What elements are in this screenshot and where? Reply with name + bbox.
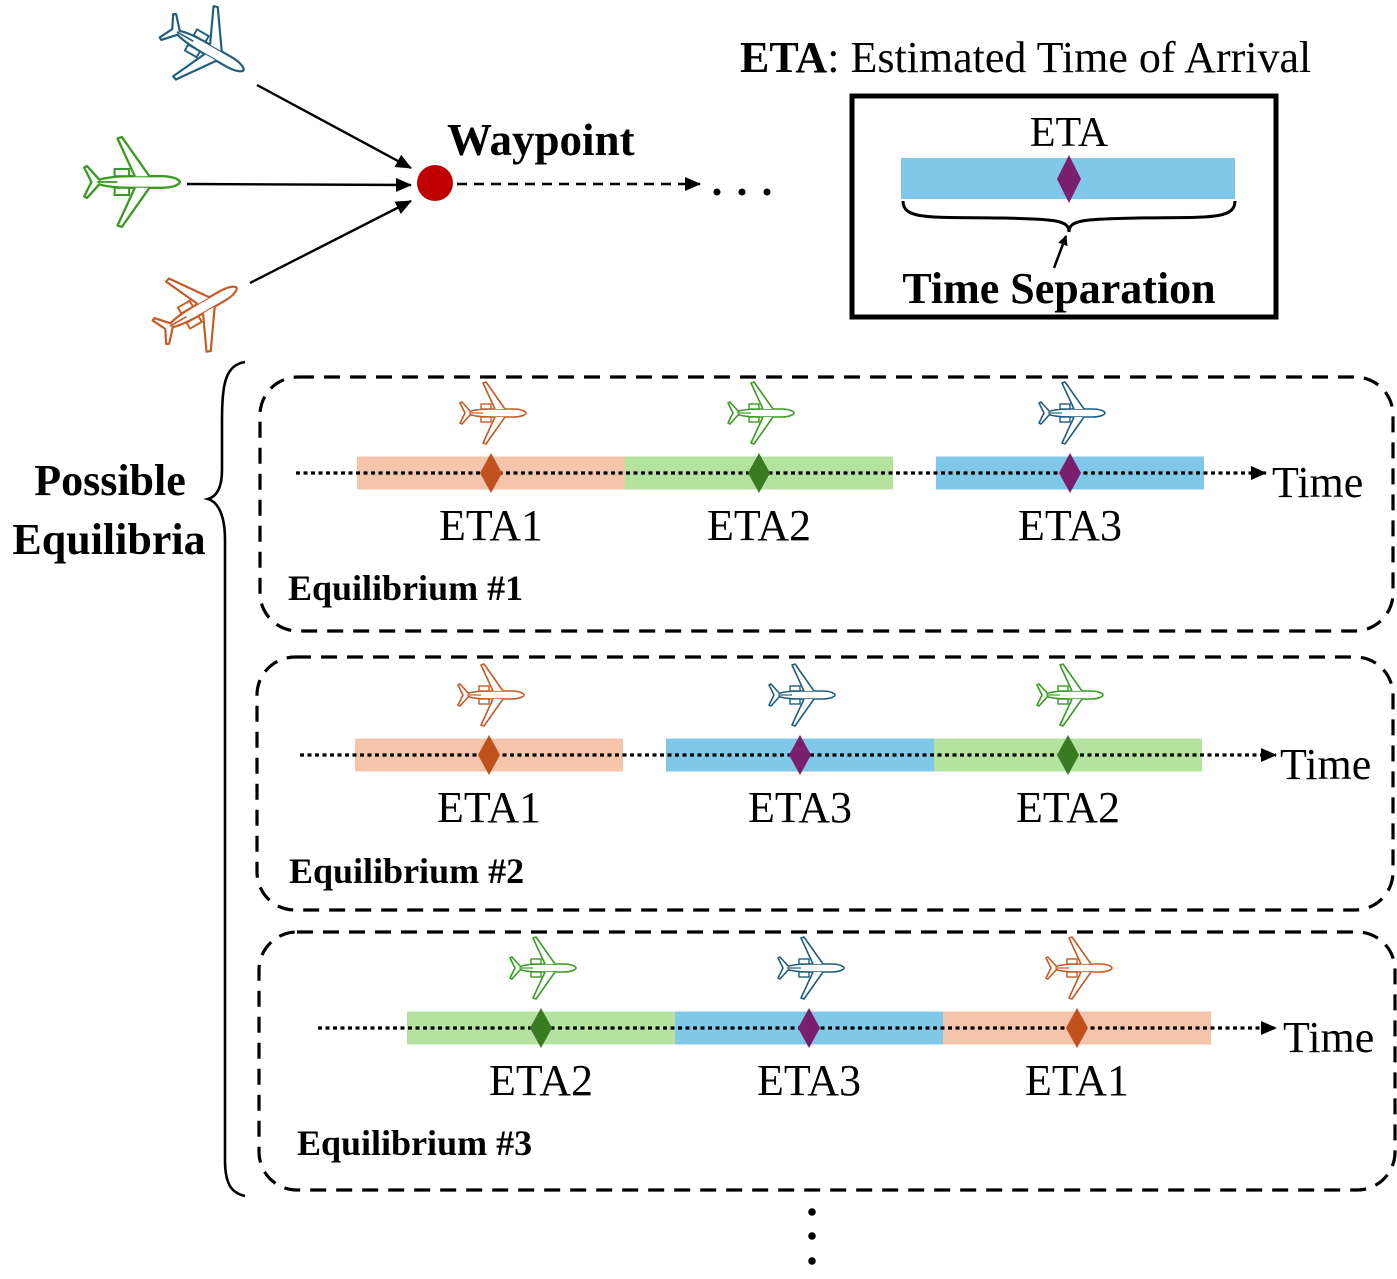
equilibrium-frame — [258, 375, 1395, 633]
approach-arrow-1 — [249, 199, 412, 285]
legend-brace-arrow — [1052, 235, 1068, 269]
equilibrium-frame — [257, 930, 1397, 1192]
approach-arrow-3 — [256, 83, 412, 170]
legend-box — [849, 93, 1279, 320]
eta-diamond-aircraft-2 — [1057, 735, 1079, 775]
eta-diamond-aircraft-3 — [798, 1008, 820, 1048]
eta-diamond-aircraft-3 — [1059, 453, 1081, 493]
legend-eta-diamond — [1057, 155, 1081, 203]
legend-separation-label: Time Separation — [902, 264, 1215, 313]
equilibria-group-label: Possible Equilibria — [12, 360, 246, 1198]
time-axis-label: Time — [1272, 458, 1363, 507]
waypoint-label: Waypoint — [447, 115, 635, 165]
legend-eta-label: ETA — [1030, 110, 1109, 156]
aircraft-3-icon — [144, 0, 266, 108]
aircraft-1-icon — [459, 381, 527, 445]
time-axis-label: Time — [1280, 740, 1371, 789]
eta-diamond-aircraft-2 — [748, 453, 770, 493]
equilibrium-frame — [255, 655, 1395, 912]
equilibria-label-line2: Equilibria — [12, 515, 205, 564]
aircraft-3-icon — [777, 936, 845, 1000]
eta-definition: ETA: Estimated Time of Arrival — [740, 33, 1311, 82]
eta-label: ETA1 — [1025, 1056, 1129, 1105]
eta-legend: ETA: Estimated Time of Arrival ETA Time … — [740, 33, 1311, 320]
eta-diamond-aircraft-3 — [789, 735, 811, 775]
more-equilibria-indicator — [808, 1208, 816, 1265]
equilibrium-title: Equilibrium #2 — [289, 851, 524, 891]
convergence-scene: Waypoint — [82, 0, 771, 370]
eta-label: ETA2 — [1016, 783, 1120, 832]
aircraft-1-icon — [1045, 936, 1113, 1000]
eta-definition-text: : Estimated Time of Arrival — [827, 33, 1311, 82]
aircraft-1-icon — [137, 250, 259, 370]
aircraft-2-icon — [82, 135, 182, 229]
continuation-dots — [713, 188, 771, 196]
eta-label: ETA1 — [439, 501, 543, 550]
aircraft-3-icon — [1038, 381, 1106, 445]
eta-label: ETA3 — [748, 783, 852, 832]
eta-diamond-aircraft-1 — [1066, 1008, 1088, 1048]
equilibria-label-line1: Possible — [34, 456, 186, 505]
eta-label: ETA2 — [707, 501, 811, 550]
eta-diamond-aircraft-2 — [530, 1008, 552, 1048]
equilibrium-title: Equilibrium #3 — [297, 1123, 532, 1163]
eta-label: ETA2 — [489, 1056, 593, 1105]
equilibrium-title: Equilibrium #1 — [288, 568, 523, 608]
eta-definition-term: ETA — [740, 33, 827, 82]
eta-diamond-aircraft-1 — [480, 453, 502, 493]
waypoint-marker — [417, 165, 453, 201]
aircraft-2-icon — [509, 936, 577, 1000]
approach-arrow-2 — [186, 177, 412, 192]
eta-diamond-aircraft-1 — [478, 735, 500, 775]
aircraft-2-icon — [1036, 663, 1104, 727]
time-axis-label: Time — [1283, 1013, 1374, 1062]
aircraft-3-icon — [768, 663, 836, 727]
equilibria-brace — [203, 360, 246, 1198]
eta-label: ETA3 — [1018, 501, 1122, 550]
legend-brace — [901, 200, 1237, 233]
eta-label: ETA3 — [757, 1056, 861, 1105]
aircraft-2-icon — [727, 381, 795, 445]
aircraft-1-icon — [457, 663, 525, 727]
eta-label: ETA1 — [437, 783, 541, 832]
